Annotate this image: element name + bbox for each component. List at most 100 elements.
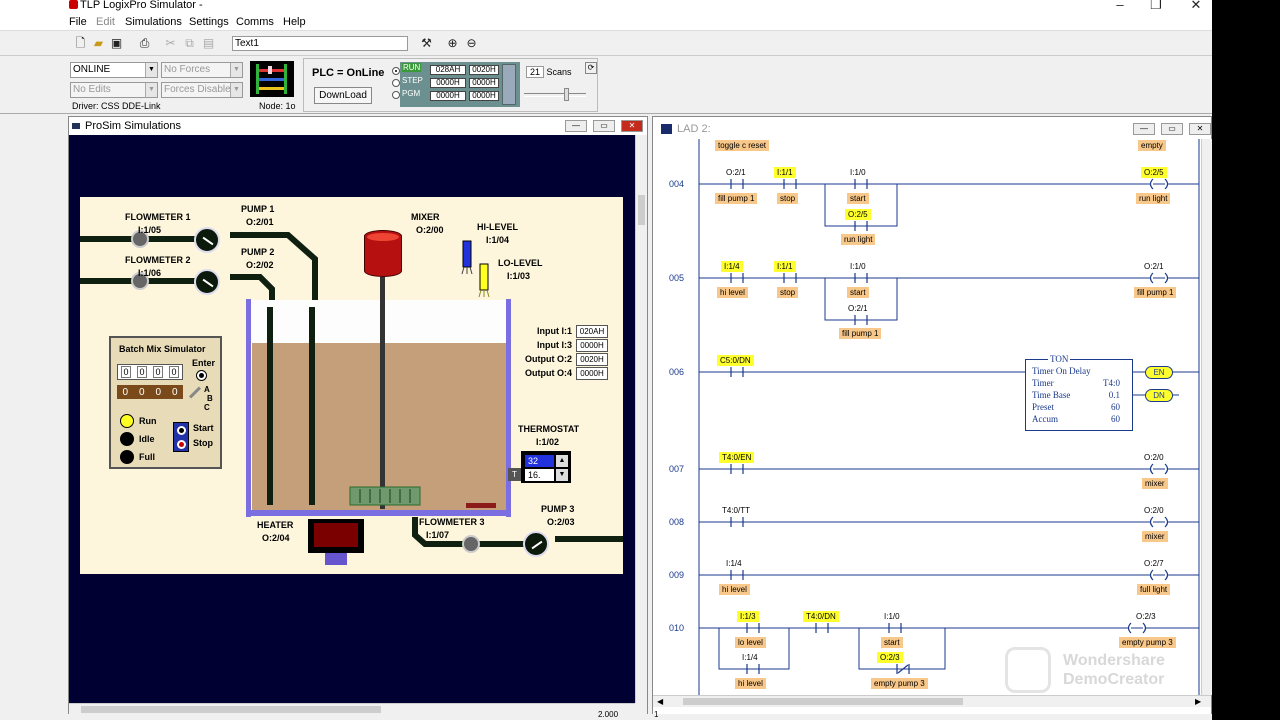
stop-button[interactable] (177, 440, 186, 449)
restore-icon[interactable]: ❐ (1150, 0, 1162, 12)
batch-digit[interactable]: 0 (137, 366, 147, 378)
copy-icon[interactable]: ⧉ (185, 36, 194, 50)
save-icon[interactable]: ▣ (110, 36, 123, 50)
coil-address[interactable]: O:2/0 (1144, 453, 1164, 462)
rung-number[interactable]: 005 (669, 273, 685, 283)
coil-description: fill pump 1 (1134, 287, 1177, 298)
coil-address[interactable]: O:2/0 (1144, 506, 1164, 515)
start-button[interactable] (177, 426, 186, 435)
batch-digit[interactable]: 0 (121, 366, 131, 378)
scan-slider[interactable] (524, 88, 586, 101)
rung-number[interactable]: 008 (669, 517, 685, 527)
print-icon[interactable]: ⎙ (139, 36, 150, 50)
contact-address[interactable]: I:1/3 (737, 611, 759, 622)
batch-digit-selector[interactable]: 0 0 0 0 (117, 364, 183, 380)
edits-combo[interactable]: No Edits ▼ (70, 82, 158, 98)
pump-3[interactable] (523, 531, 549, 557)
prosim-maximize-button[interactable]: ▭ (593, 120, 615, 132)
ladder-maximize-button[interactable]: ▭ (1161, 123, 1183, 135)
batch-title: Batch Mix Simulator (119, 344, 206, 354)
open-folder-icon[interactable]: ▰ (93, 36, 104, 50)
pump-1[interactable] (194, 227, 220, 253)
menu-file[interactable]: File (69, 16, 87, 28)
ladder-editor[interactable]: toggle c reset empty 004 O:2/1 fill pump… (653, 139, 1201, 695)
ton-instruction[interactable]: TON Timer On Delay Timer T4:0 Time Base … (1025, 354, 1133, 431)
contact-address[interactable]: I:1/4 (742, 653, 758, 662)
pgm-radio[interactable] (392, 91, 400, 99)
ladder-logic-icon[interactable] (250, 61, 294, 97)
scroll-left-icon[interactable]: ◀ (657, 697, 664, 706)
download-button[interactable]: DownLoad (314, 87, 372, 104)
app-window: TLP LogixPro Simulator - – ❐ ✕ File Edit… (0, 0, 1213, 720)
coil-address[interactable]: O:2/5 (1141, 167, 1167, 178)
coil-address[interactable]: O:2/7 (1144, 559, 1164, 568)
ladder-minimize-button[interactable]: — (1133, 123, 1155, 135)
scan-indicator (502, 64, 516, 105)
contact-address[interactable]: I:1/4 (721, 261, 743, 272)
spin-up-icon[interactable]: ▲ (556, 455, 568, 467)
ladder-close-button[interactable]: ✕ (1189, 123, 1211, 135)
contact-address[interactable]: I:1/0 (850, 168, 866, 177)
batch-digit[interactable]: 0 (153, 366, 163, 378)
close-icon[interactable]: ✕ (1190, 0, 1202, 12)
forces-disabled-combo[interactable]: Forces Disabled ▼ (161, 82, 243, 98)
contact-address[interactable]: O:2/1 (726, 168, 746, 177)
pump-2[interactable] (194, 269, 220, 295)
prosim-close-button[interactable]: ✕ (621, 120, 643, 132)
menu-settings[interactable]: Settings (189, 16, 229, 28)
spin-down-icon[interactable]: ▼ (556, 469, 568, 481)
text-field[interactable]: Text1 (232, 36, 408, 51)
ladder-vertical-scrollbar[interactable] (1201, 139, 1213, 695)
contact-address[interactable]: T4:0/DN (803, 611, 839, 622)
flowmeter-3[interactable] (462, 535, 480, 553)
coil-address[interactable]: O:2/3 (1136, 612, 1156, 621)
rung-number[interactable]: 010 (669, 623, 685, 633)
rung-number[interactable]: 007 (669, 464, 685, 474)
paste-icon[interactable]: ▤ (202, 36, 215, 50)
contact-address[interactable]: I:1/1 (774, 167, 796, 178)
new-file-icon[interactable]: 🗋 (75, 36, 86, 50)
flowmeter-1[interactable] (131, 230, 149, 248)
rung-number[interactable]: 009 (669, 570, 685, 580)
rung-number[interactable]: 004 (669, 179, 685, 189)
menu-edit[interactable]: Edit (96, 16, 115, 28)
coil-address[interactable]: O:2/1 (1144, 262, 1164, 271)
prosim-minimize-button[interactable]: — (565, 120, 587, 132)
step-radio[interactable] (392, 79, 400, 87)
refresh-icon[interactable]: ⟳ (585, 62, 597, 74)
run-radio[interactable] (392, 67, 400, 75)
menu-comms[interactable]: Comms (236, 16, 274, 28)
minimize-icon[interactable]: – (1116, 0, 1124, 12)
contact-address[interactable]: I:1/0 (884, 612, 900, 621)
cut-icon[interactable]: ✂ (165, 36, 176, 50)
contact-address[interactable]: C5:0/DN (717, 355, 754, 366)
contact-address[interactable]: T4:0/EN (719, 452, 755, 463)
contact-address[interactable]: O:2/1 (848, 304, 868, 313)
flowmeter-2[interactable] (131, 272, 149, 290)
contact-address[interactable]: O:2/3 (877, 652, 903, 663)
forces-combo[interactable]: No Forces ▼ (161, 62, 243, 78)
menu-help[interactable]: Help (283, 16, 306, 28)
rung-number[interactable]: 006 (669, 367, 685, 377)
enter-button[interactable] (196, 370, 207, 381)
prosim-vertical-scrollbar[interactable] (635, 135, 647, 703)
batch-count: 0 (171, 386, 178, 398)
ladder-horizontal-scrollbar[interactable]: ◀ ▶ (653, 695, 1211, 707)
contact-address[interactable]: I:1/1 (774, 261, 796, 272)
ton-value: 60 (1111, 414, 1120, 424)
prosim-horizontal-scrollbar[interactable] (69, 703, 635, 715)
tools-icon[interactable]: ⚒ (421, 36, 432, 50)
contact-address[interactable]: O:2/5 (845, 209, 871, 220)
thermostat-setpoint[interactable]: 32 (525, 455, 554, 467)
contact-address[interactable]: I:1/0 (850, 262, 866, 271)
contact-address[interactable]: I:1/4 (726, 559, 742, 568)
menu-simulations[interactable]: Simulations (125, 16, 182, 28)
selector-switch-icon[interactable] (188, 386, 202, 399)
online-combo[interactable]: ONLINE ▼ (70, 62, 158, 78)
batch-digit[interactable]: 0 (169, 366, 179, 378)
zoom-in-icon[interactable]: ⊕ (447, 36, 458, 50)
zoom-out-icon[interactable]: ⊖ (466, 36, 477, 50)
thermostat-spinner[interactable]: 32 16. ▲ ▼ (521, 451, 571, 483)
scroll-right-icon[interactable]: ▶ (1195, 697, 1202, 706)
contact-address[interactable]: T4:0/TT (722, 506, 751, 515)
